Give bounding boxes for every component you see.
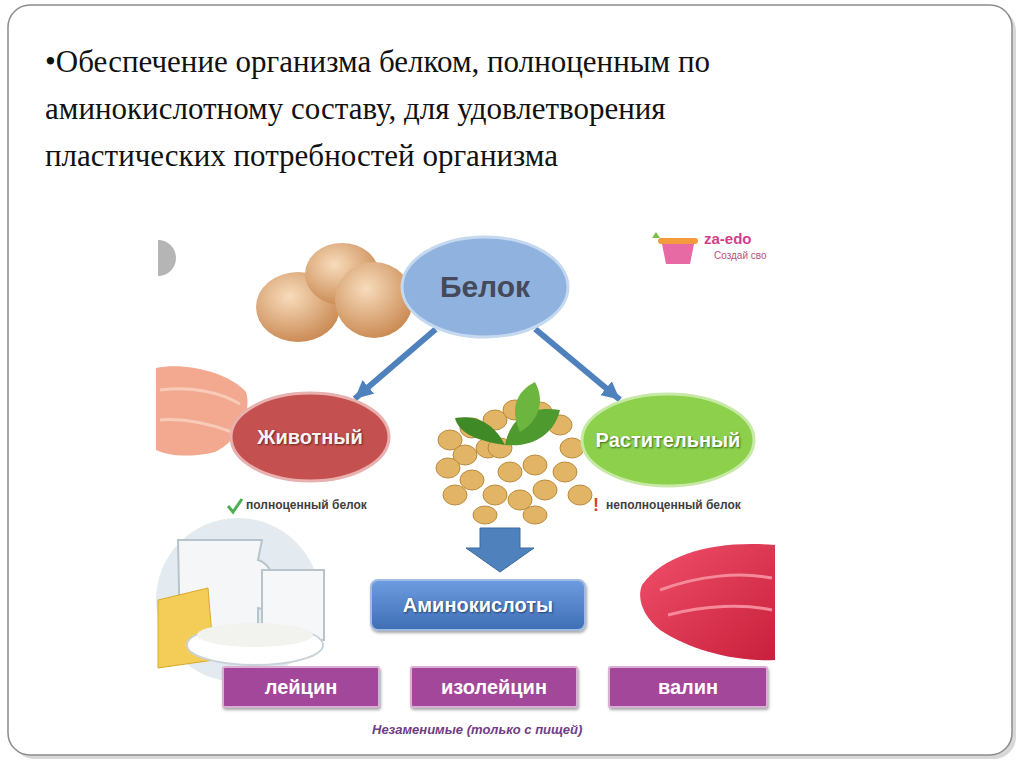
bean	[560, 438, 584, 458]
fillet-line	[160, 389, 240, 404]
meat	[640, 544, 775, 660]
node-text: Растительный	[596, 429, 741, 452]
logo-text: za-edo	[704, 230, 752, 247]
logo-icon	[652, 232, 698, 264]
note-label: неполноценный белок	[606, 498, 741, 512]
leaf	[455, 417, 505, 445]
eggs	[256, 243, 413, 342]
node-text: валин	[658, 676, 718, 699]
ellipse-fill	[231, 393, 389, 481]
note-label: полноценный белок	[246, 498, 367, 512]
block-arrow	[466, 528, 534, 572]
logo-slogan: Создай сво	[714, 250, 767, 261]
connector-arrow	[535, 329, 620, 400]
bean	[568, 485, 592, 505]
egg	[335, 262, 413, 338]
amino-acid-box: лейцин	[222, 666, 380, 708]
fillet-line	[160, 420, 232, 432]
bean	[533, 480, 557, 500]
amino-acids-box: Аминокислоты	[370, 579, 586, 631]
amino-acid-box: изолейцин	[410, 666, 578, 708]
connector-arrow	[355, 329, 436, 398]
gray-mark	[158, 240, 176, 276]
ellipse-fill	[582, 394, 754, 486]
slide-frame	[8, 5, 1012, 755]
node-text: изолейцин	[441, 676, 547, 699]
leaf	[515, 382, 540, 432]
meat-stripe	[668, 606, 772, 615]
node-text: лейцин	[265, 676, 338, 699]
bean	[436, 458, 460, 478]
bean	[553, 462, 577, 482]
node-text: Аминокислоты	[403, 594, 553, 617]
node-text: Белок	[440, 270, 530, 304]
slide-title: •Обеспечение организма белком, полноценн…	[45, 38, 755, 179]
bean	[523, 455, 547, 475]
bean	[523, 506, 547, 524]
pot	[662, 244, 694, 264]
animal-ellipse: Животный	[229, 391, 391, 483]
footnote-label: Незаменимые (только с пищей)	[372, 722, 582, 737]
ellipse-fill	[402, 237, 568, 337]
soybeans	[436, 400, 592, 524]
logo-leaf	[652, 232, 660, 238]
amino-acid-box: валин	[608, 666, 768, 708]
cottage-cheese-top	[197, 623, 313, 647]
warning-mark: !	[593, 495, 599, 516]
basil-leaf	[455, 382, 560, 445]
bean	[483, 485, 507, 505]
bean	[473, 506, 497, 524]
bean	[443, 485, 467, 505]
check-mark	[228, 499, 242, 512]
protein-ellipse: Белок	[400, 235, 570, 339]
bean	[498, 462, 522, 482]
pot-lid	[658, 238, 698, 244]
meat-stripe	[660, 575, 772, 590]
raw-meat	[640, 544, 775, 660]
bean	[460, 470, 484, 490]
plant-ellipse: Растительный	[580, 392, 756, 488]
node-text: Животный	[257, 426, 362, 449]
dairy	[156, 518, 324, 682]
